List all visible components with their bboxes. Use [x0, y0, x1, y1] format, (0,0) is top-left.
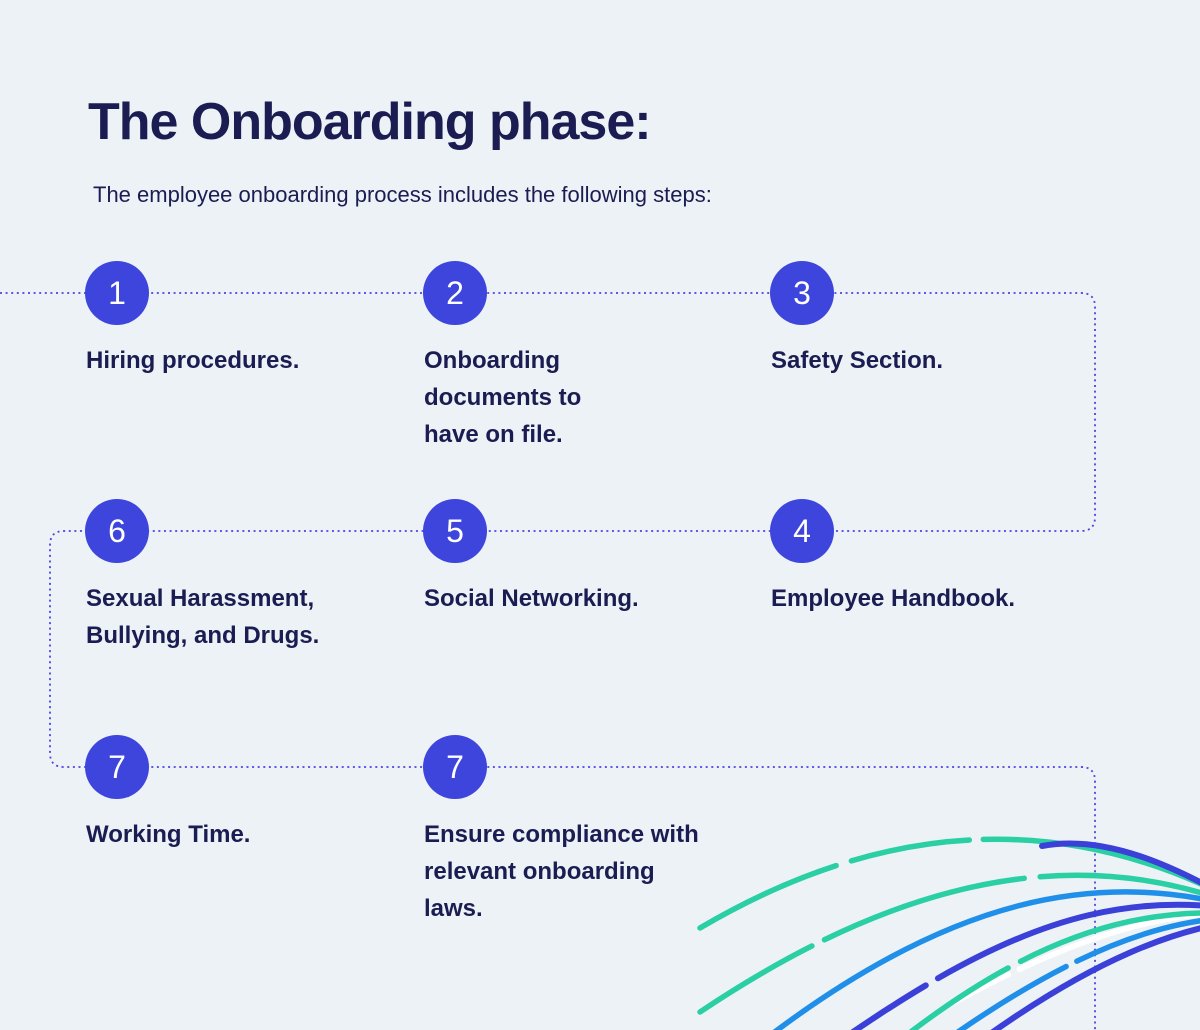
step-2: 2 Onboarding documents to have on file.: [423, 261, 683, 448]
decorative-curve: [990, 925, 1200, 1030]
step-label: Safety Section.: [771, 347, 944, 374]
step-label: Working Time.: [86, 821, 251, 848]
page-title: The Onboarding phase:: [88, 93, 652, 151]
header: The Onboarding phase: The employee onboa…: [88, 92, 988, 208]
step-number-badge: 2: [423, 261, 487, 325]
step-label: Social Networking.: [424, 585, 639, 612]
decorative-curve: [952, 911, 1200, 1005]
step-number-badge: 5: [423, 499, 487, 563]
step-number-badge: 7: [423, 735, 487, 799]
step-label: Onboarding documents to have on file.: [424, 347, 582, 448]
decorative-curve: [908, 910, 1200, 1030]
decorative-curve: [955, 918, 1200, 1030]
step-1: 1 Hiring procedures.: [85, 261, 345, 374]
step-number-badge: 4: [770, 499, 834, 563]
step-number-badge: 1: [85, 261, 149, 325]
step-number-badge: 3: [770, 261, 834, 325]
step-label: Sexual Harassment, Bullying, and Drugs.: [86, 585, 320, 649]
step-3: 3 Safety Section.: [770, 261, 1030, 374]
decorative-curve: [850, 901, 1200, 1030]
step-label: Employee Handbook.: [771, 585, 1016, 612]
decorative-curve: [1039, 840, 1200, 886]
step-5: 5 Social Networking.: [423, 499, 683, 612]
step-7b: 7 Ensure compliance with relevant onboar…: [423, 735, 699, 922]
step-number-badge: 7: [85, 735, 149, 799]
step-number-badge: 6: [85, 499, 149, 563]
step-label: Ensure compliance with relevant onboardi…: [424, 821, 699, 922]
page-subtitle: The employee onboarding process includes…: [93, 182, 712, 207]
step-6: 6 Sexual Harassment, Bullying, and Drugs…: [85, 499, 345, 649]
step-7: 7 Working Time.: [85, 735, 345, 848]
decorative-curve: [697, 836, 1200, 931]
decorative-curve: [772, 889, 1200, 1030]
step-4: 4 Employee Handbook.: [770, 499, 1030, 612]
step-label: Hiring procedures.: [86, 347, 300, 374]
decorative-curve: [697, 872, 1200, 1015]
